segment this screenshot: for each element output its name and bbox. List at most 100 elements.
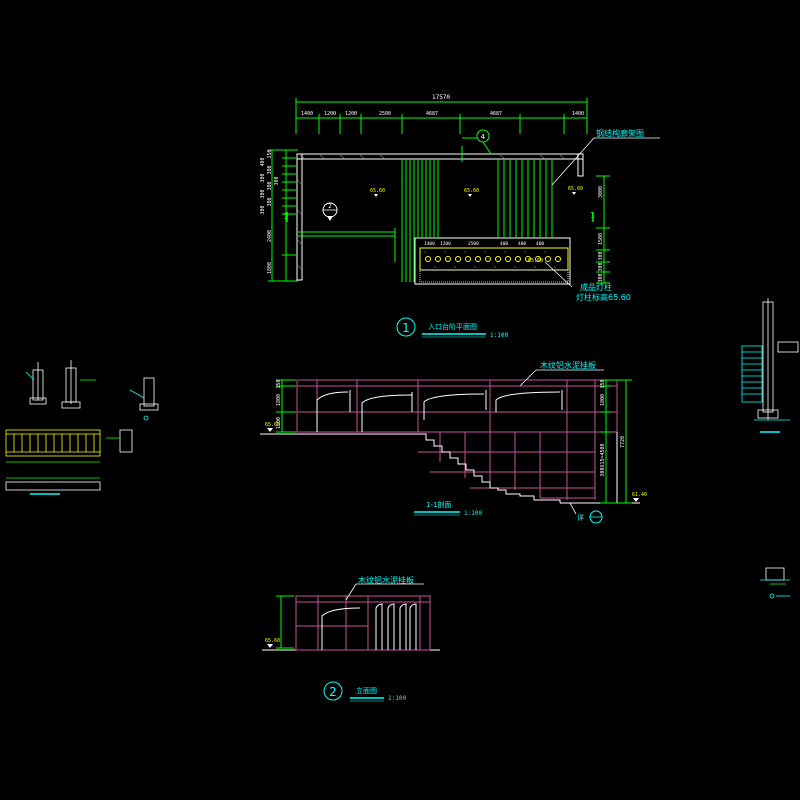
plan-left-dimension-chain [268,149,298,282]
plan-callout-top: 4 [462,129,492,155]
plan-level: 65.60 [528,258,543,264]
plan-level: 65.60 [370,188,385,194]
plan-right-dim: 1500 [598,233,604,245]
section-detail-ref: 详 [577,513,584,522]
plan-planter-hatch [423,250,557,269]
plan-section-mark-right: 1 [590,211,595,220]
entrance-steps-plan: 17570 1400 1200 1200 2500 4687 4687 1400 [260,94,660,339]
elevation-trellis-leader [345,583,357,601]
elevation-dim-chain [276,595,294,649]
detail-railing-post-a [25,362,47,405]
section-stair-profile [418,433,561,503]
plan-planter: 1400 1200 2500 400 400 400 [419,241,569,283]
plan-inner-dim: 2500 [468,241,479,247]
section-right-dim-labels: 150 1800 300X15=4500 7720 [600,379,626,476]
detail-railing-plan [5,461,101,495]
section-right-dim-chain [600,379,632,504]
section-right-total: 7720 [620,436,626,448]
plan-level-arrows [374,192,576,197]
plan-inner-dim: 1200 [440,241,451,247]
plan-walls [296,153,584,285]
plan-left-dim: 150 [267,149,273,158]
plan-left-dim: 300 [267,165,273,174]
plan-level: 65.60 [464,188,479,194]
plan-top-dim: 2500 [379,111,391,117]
section-left-dim: 1800 [276,394,282,406]
plan-scale: 1:100 [490,332,508,339]
section-right-dim: 150 [600,379,606,388]
elevation-level-left: 65.60 [265,638,280,644]
section-level-left-arrow [267,428,273,432]
plan-top-dim: 1200 [324,111,336,117]
plan-title-block: 1 入口台阶平面图 1:100 [396,317,508,339]
detail-railing-post-b [61,360,96,409]
section-level-right: 61.40 [632,492,647,498]
plan-wall-hatch [297,154,565,270]
plan-trellis-leader [551,137,595,186]
plan-top-dimension-chain [295,98,588,134]
plan-left-dim: 300 [260,189,266,198]
section-trellis-label: 木纹铝水泥挂板 [540,360,596,370]
elevation-2: 65.60 木纹铝水泥挂板 2 立面图 1:100 [262,575,440,702]
plan-title: 入口台阶平面图 [428,322,477,331]
plan-top-dim: 4687 [490,111,502,117]
plan-left-dim: 300 [267,197,273,206]
plan-left-dim: 2400 [267,230,273,242]
section-scale: 1:100 [464,510,482,517]
section-level-left: 65.60 [265,422,280,428]
plan-title-num: 1 [402,321,410,335]
detail-railing-section [106,429,133,453]
right-detail-drawings [741,298,799,599]
plan-right-dim: 300 [598,251,604,260]
plan-trellis-label: 钢结构廊架图 [596,128,644,138]
plan-left-dim: 300 [274,176,280,185]
elevation-title-num: 2 [329,685,337,699]
section-left-dim: 1500 [276,417,282,429]
elevation-title: 立面图 [356,686,377,695]
elevation-trellis-label: 木纹铝水泥挂板 [358,575,414,585]
plan-level: 65.60 [568,186,583,192]
plan-right-dimension-chain [596,175,610,284]
plan-left-dim: 300 [267,181,273,190]
elevation-scale: 1:100 [388,695,406,702]
plan-left-dimension-labels: 150 400 300 300 300 300 300 300 300 2400… [260,149,280,274]
plan-left-dim: 300 [260,205,266,214]
elevation-title-block: 2 立面图 1:100 [323,681,406,702]
plan-section-marks: 1 1 [283,211,595,222]
plan-right-dim: 3000 [598,186,604,198]
plan-callout-left: 2 [322,202,338,221]
elevation-curve [321,607,361,650]
elevation-frame [295,595,431,651]
plan-left-dim: 1800 [267,262,273,274]
plan-lamp-row [425,256,561,262]
plan-callout-left-num: 2 [328,203,332,210]
detail-wall-section [741,298,799,433]
plan-lamp-leader [544,261,573,288]
plan-left-dim: 300 [260,173,266,182]
plan-overall-dimension: 17570 [432,94,450,101]
section-title: 1-1剖面 [426,500,451,509]
section-right-dim: 300X15=4500 [600,443,606,476]
section-trellis-curves [316,390,563,432]
section-title-block: 1-1剖面 1:100 [414,500,482,517]
plan-inner-dim-labels: 1400 1200 2500 400 400 400 [424,241,544,247]
plan-top-dim: 1400 [572,111,584,117]
plan-inner-dim: 400 [536,241,544,247]
elevation-slats [375,603,417,650]
section-level-right-arrow [633,498,639,502]
plan-top-dim: 4687 [426,111,438,117]
plan-level-markers: 65.60 65.60 65.60 65.60 [370,186,583,264]
plan-callout-top-num: 4 [481,133,486,141]
elevation-level-arrow [267,644,273,648]
plan-top-dim: 1400 [301,111,313,117]
section-trellis-leader [519,369,537,387]
plan-inner-dim: 1400 [424,241,435,247]
plan-left-dim: 400 [260,157,266,166]
plan-inner-dim: 400 [518,241,526,247]
plan-lamp-height-label: 灯柱标高65.60 [576,292,631,302]
left-detail-drawings [5,360,159,495]
section-right-dim: 1800 [600,394,606,406]
detail-base-section [760,567,790,599]
plan-top-dim: 1200 [345,111,357,117]
